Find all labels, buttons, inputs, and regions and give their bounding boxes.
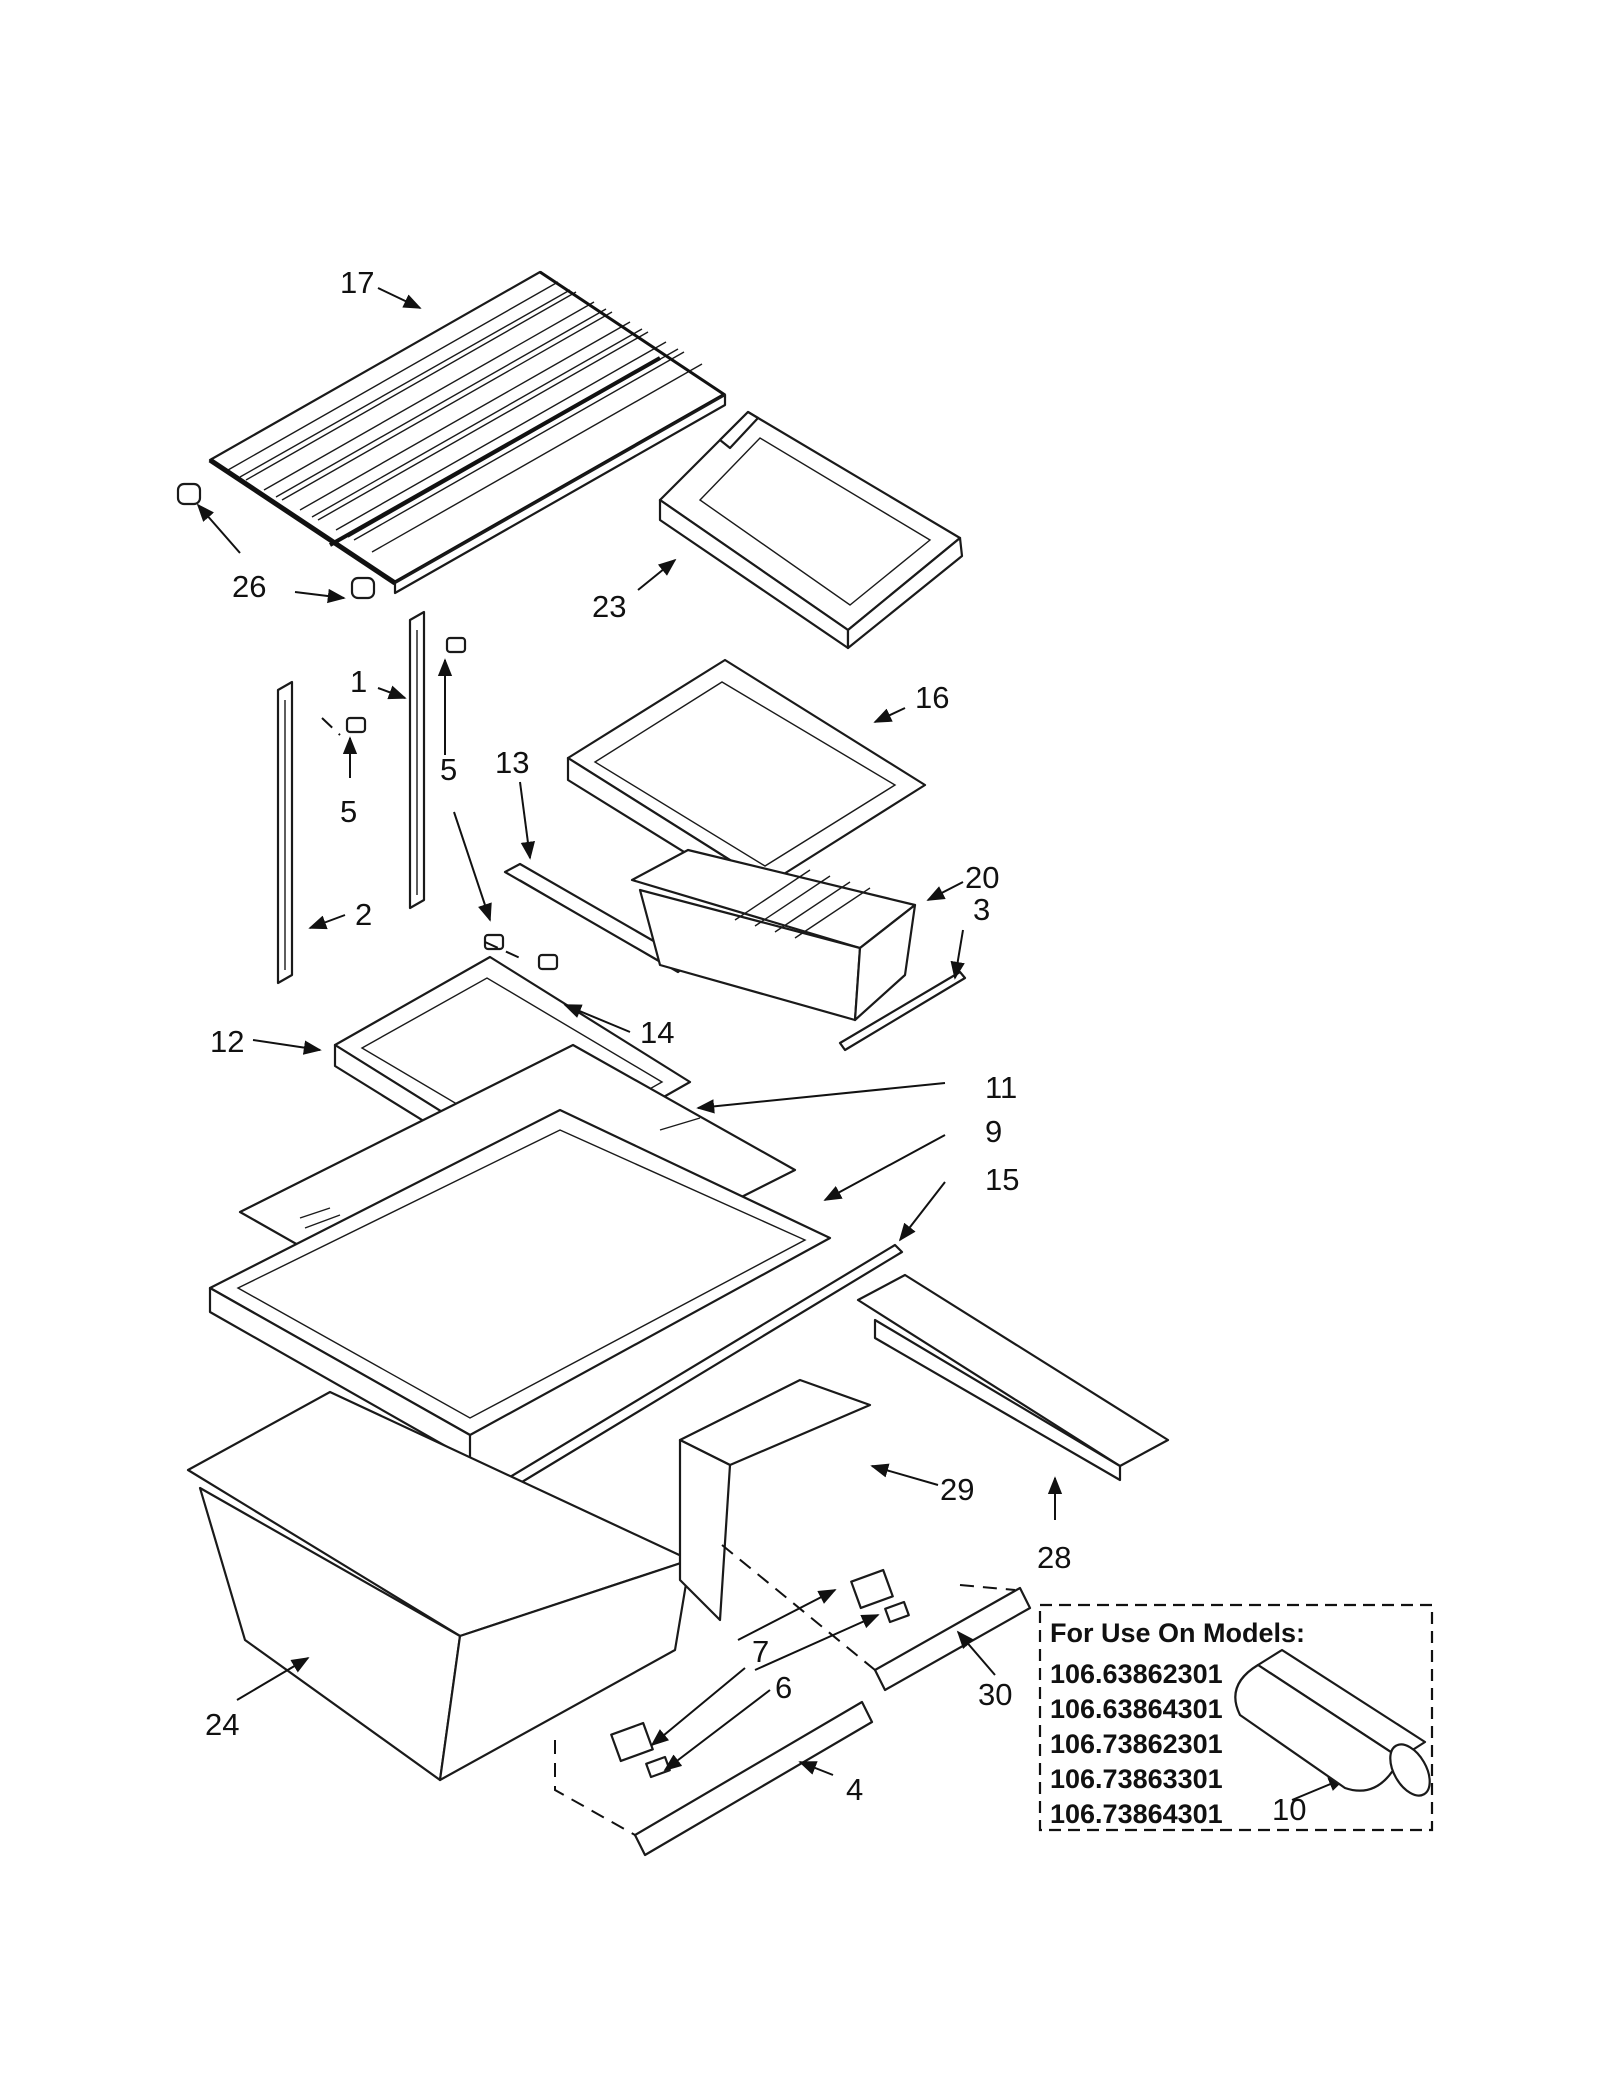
screw-part-5 — [345, 636, 559, 971]
callout-20: 20 — [965, 860, 999, 895]
callout-1: 1 — [350, 664, 367, 699]
callout-26: 26 — [232, 569, 266, 604]
callout-6: 6 — [775, 1670, 792, 1705]
ladder-part-2 — [276, 680, 294, 985]
clip-part-7 — [610, 1568, 894, 1763]
callout-11: 11 — [985, 1070, 1017, 1105]
callout-23: 23 — [592, 589, 626, 624]
bin-part-23 — [658, 410, 964, 650]
assembly-dashed-lines — [321, 717, 1016, 1836]
model-number-4: 106.73863301 — [1050, 1764, 1223, 1794]
model-box-title: For Use On Models: — [1050, 1618, 1305, 1648]
callout-9: 9 — [985, 1114, 1002, 1149]
callout-3: 3 — [973, 892, 990, 927]
callout-2: 2 — [355, 897, 372, 932]
callout-4: 4 — [846, 1772, 863, 1807]
model-number-5: 106.73864301 — [1050, 1799, 1223, 1829]
callout-5-lower: 5 — [340, 794, 357, 829]
callout-24: 24 — [205, 1707, 239, 1742]
callout-15: 15 — [985, 1162, 1019, 1197]
leader-arrows — [196, 287, 1347, 1801]
shelf-support-part-26 — [176, 482, 376, 600]
callout-28: 28 — [1037, 1540, 1071, 1575]
callout-10: 10 — [1272, 1792, 1306, 1827]
drawer-part-20 — [630, 848, 917, 1022]
model-number-1: 106.63862301 — [1050, 1659, 1223, 1689]
model-number-3: 106.73862301 — [1050, 1729, 1223, 1759]
callout-7: 7 — [752, 1634, 769, 1669]
callout-17: 17 — [340, 265, 374, 300]
bracket-part-28 — [856, 1273, 1170, 1482]
callout-30: 30 — [978, 1677, 1012, 1712]
callout-12: 12 — [210, 1024, 244, 1059]
trim-part-4 — [633, 1700, 874, 1857]
callout-13: 13 — [495, 745, 529, 780]
frame-part-9 — [208, 1108, 832, 1462]
callout-29: 29 — [940, 1472, 974, 1507]
wire-shelf-part-17 — [208, 270, 727, 595]
callout-5-upper: 5 — [440, 752, 457, 787]
ladder-part-1 — [408, 610, 426, 910]
trim-part-3 — [838, 970, 967, 1052]
callout-14: 14 — [640, 1015, 674, 1050]
callout-labels: 17 26 23 16 1 5 5 13 20 3 2 14 12 11 9 1… — [205, 265, 1306, 1827]
crisper-drawer-part-24 — [186, 1390, 692, 1782]
crisper-drawer-part-29 — [678, 1378, 872, 1622]
model-info-box: For Use On Models: 106.63862301 106.6386… — [1038, 1603, 1434, 1832]
trim-part-30 — [873, 1586, 1032, 1692]
trim-part-10 — [1234, 1648, 1431, 1797]
model-number-2: 106.63864301 — [1050, 1694, 1223, 1724]
callout-16: 16 — [915, 680, 949, 715]
